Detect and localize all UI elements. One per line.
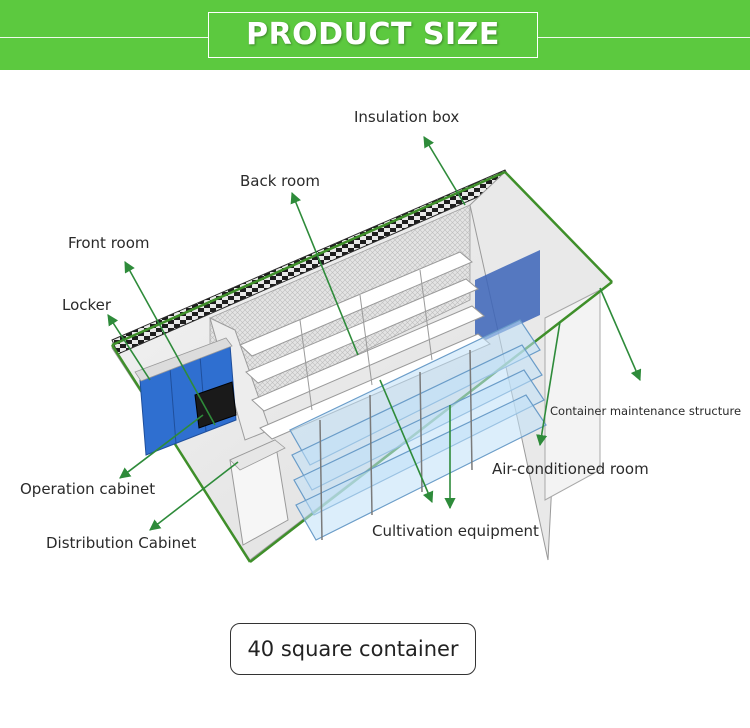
caption-box: 40 square container — [230, 623, 476, 675]
banner-right-rule — [538, 37, 750, 38]
arrow-maintenance-structure — [599, 287, 642, 382]
blue-wall-panel — [475, 250, 540, 345]
label-back-room: Back room — [240, 172, 320, 190]
page-title: PRODUCT SIZE — [246, 17, 500, 52]
label-locker: Locker — [62, 296, 112, 314]
container-frame-left — [110, 344, 252, 563]
back-room-shelves — [239, 251, 491, 440]
operation-cabinet — [194, 381, 237, 429]
cultivation-rack-posts — [319, 349, 473, 541]
label-operation-cabinet: Operation cabinet — [20, 480, 156, 498]
container-frame-end — [504, 171, 613, 283]
leader-arrows — [107, 136, 642, 531]
distribution-cabinet-top — [229, 439, 286, 471]
banner-left-rule — [0, 37, 208, 38]
arrow-air-conditioned-room — [536, 321, 561, 447]
header-banner: PRODUCT SIZE — [0, 0, 750, 70]
label-insulation-box: Insulation box — [354, 108, 460, 126]
arrow-cultivation-1 — [379, 379, 434, 504]
label-cultivation-equipment: Cultivation equipment — [372, 522, 539, 540]
arrow-locker — [107, 314, 151, 381]
arrow-insulation-box — [423, 136, 466, 206]
label-front-room: Front room — [68, 234, 150, 252]
arrow-distribution-cabinet — [149, 461, 239, 531]
arrow-front-room — [124, 261, 216, 426]
arrow-back-room — [290, 191, 359, 356]
label-distribution-cabinet: Distribution Cabinet — [46, 534, 197, 552]
label-air-conditioned-room: Air-conditioned room — [492, 460, 649, 478]
banner-title-frame — [208, 12, 538, 58]
locker-top — [134, 337, 233, 382]
label-container-maintenance: Container maintenance structure — [550, 404, 742, 418]
arrow-operation-cabinet — [119, 414, 204, 479]
container-frame-back — [111, 170, 506, 347]
